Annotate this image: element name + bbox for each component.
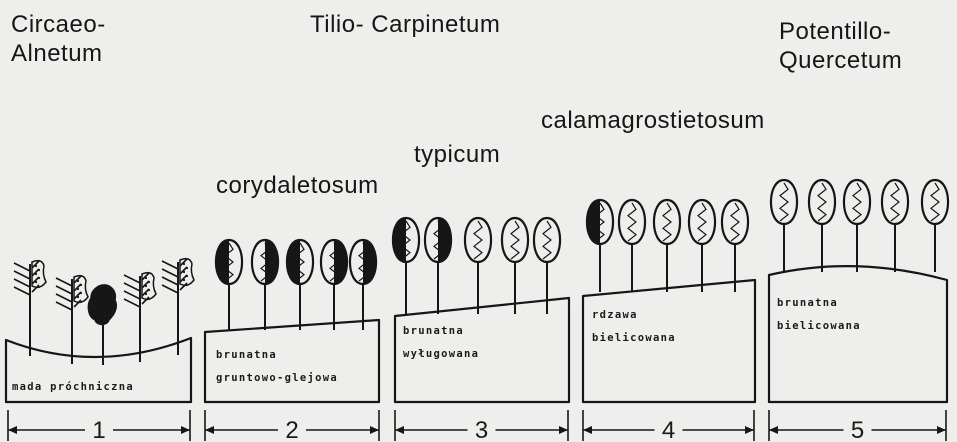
broadleaf-tree-icon	[722, 200, 748, 292]
soil-label: mada próchniczna	[12, 381, 134, 393]
conifer-tree-icon	[14, 261, 46, 356]
soil-block	[205, 320, 379, 402]
arrowhead-left	[395, 426, 404, 434]
soil-label: brunatna	[777, 297, 838, 309]
section-dimension-marker: 1	[8, 410, 190, 442]
section-number: 3	[475, 417, 488, 442]
tree-crown-shade	[393, 218, 406, 262]
broadleaf-tree-icon	[619, 200, 645, 292]
arrowhead-right	[181, 426, 190, 434]
soil-label: rdzawa	[592, 309, 638, 321]
stipple-dot	[80, 292, 82, 294]
tree-crown-vein	[663, 203, 671, 241]
broadleaf-tree-icon	[809, 180, 835, 272]
stipple-dot	[38, 269, 40, 271]
broadleaf-tree-icon	[689, 200, 715, 292]
arrowhead-left	[205, 426, 214, 434]
soil-label: bielicowana	[592, 332, 676, 344]
broadleaf-tree-icon	[844, 180, 870, 272]
tree-crown-shade	[216, 240, 229, 284]
section-number: 5	[851, 417, 864, 442]
tree-crown-vein	[891, 183, 899, 221]
stipple-dot	[148, 281, 150, 283]
section-dimension-marker: 5	[769, 410, 946, 442]
section-dimension-marker: 3	[395, 410, 568, 442]
broadleaf-tree-icon	[587, 200, 613, 292]
stipple-dot	[80, 284, 82, 286]
tree-crown-vein	[931, 183, 939, 221]
soil-label: wyługowana	[403, 348, 479, 360]
section-dimension-marker: 4	[583, 410, 754, 442]
stipple-dot	[77, 280, 79, 282]
stipple-dot	[183, 271, 185, 273]
arrowhead-left	[583, 426, 592, 434]
stipple-dot	[35, 273, 37, 275]
broadleaf-tree-icon	[393, 218, 419, 314]
tree-crown-vein	[780, 183, 788, 221]
broadleaf-tree-icon	[654, 200, 680, 292]
alder-tree-icon	[88, 285, 116, 365]
stipple-dot	[148, 289, 150, 291]
broadleaf-tree-icon	[321, 240, 347, 330]
tree-crown-vein	[818, 183, 826, 221]
stipple-dot	[183, 263, 185, 265]
section-number: 4	[662, 417, 675, 442]
section-number: 2	[285, 417, 298, 442]
stipple-dot	[38, 277, 40, 279]
soil-label: gruntowo-glejowa	[216, 372, 338, 384]
tree-crown-vein	[474, 221, 482, 259]
tree-crown-vein	[698, 203, 706, 241]
broadleaf-tree-icon	[350, 240, 376, 330]
stipple-dot	[77, 288, 79, 290]
soil-block	[769, 266, 947, 402]
tree-crown-shade	[587, 200, 600, 244]
tree-crown-vein	[543, 221, 551, 259]
conifer-tree-icon	[162, 259, 194, 355]
broadleaf-tree-icon	[287, 240, 313, 330]
arrowhead-right	[937, 426, 946, 434]
broadleaf-tree-icon	[922, 180, 948, 272]
stipple-dot	[77, 296, 79, 298]
tree-crown-vein	[853, 183, 861, 221]
arrowhead-right	[559, 426, 568, 434]
tree-crown-vein	[511, 221, 519, 259]
arrowhead-right	[370, 426, 379, 434]
soil-label: bielicowana	[777, 320, 861, 332]
arrowhead-right	[745, 426, 754, 434]
stipple-dot	[35, 281, 37, 283]
stipple-dot	[186, 275, 188, 277]
stipple-dot	[183, 279, 185, 281]
stipple-dot	[145, 285, 147, 287]
section-dimension-marker: 2	[205, 410, 379, 442]
soil-label: brunatna	[403, 325, 464, 337]
tree-crown-shade	[287, 240, 300, 284]
stipple-dot	[145, 293, 147, 295]
broadleaf-tree-icon	[465, 218, 491, 314]
tree-crown-vein	[628, 203, 636, 241]
conifer-tree-icon	[124, 273, 156, 362]
broadleaf-tree-icon	[252, 240, 278, 330]
broadleaf-tree-icon	[425, 218, 451, 314]
stipple-dot	[145, 277, 147, 279]
arrowhead-left	[769, 426, 778, 434]
section-number: 1	[92, 417, 105, 442]
broadleaf-tree-icon	[216, 240, 242, 330]
broadleaf-tree-icon	[502, 218, 528, 314]
soil-label: brunatna	[216, 349, 277, 361]
tree-crown-vein	[731, 203, 739, 241]
broadleaf-tree-icon	[882, 180, 908, 272]
stipple-dot	[186, 267, 188, 269]
conifer-tree-icon	[56, 276, 88, 364]
tree-crown	[88, 285, 116, 325]
stipple-dot	[35, 265, 37, 267]
arrowhead-left	[8, 426, 17, 434]
broadleaf-tree-icon	[771, 180, 797, 272]
